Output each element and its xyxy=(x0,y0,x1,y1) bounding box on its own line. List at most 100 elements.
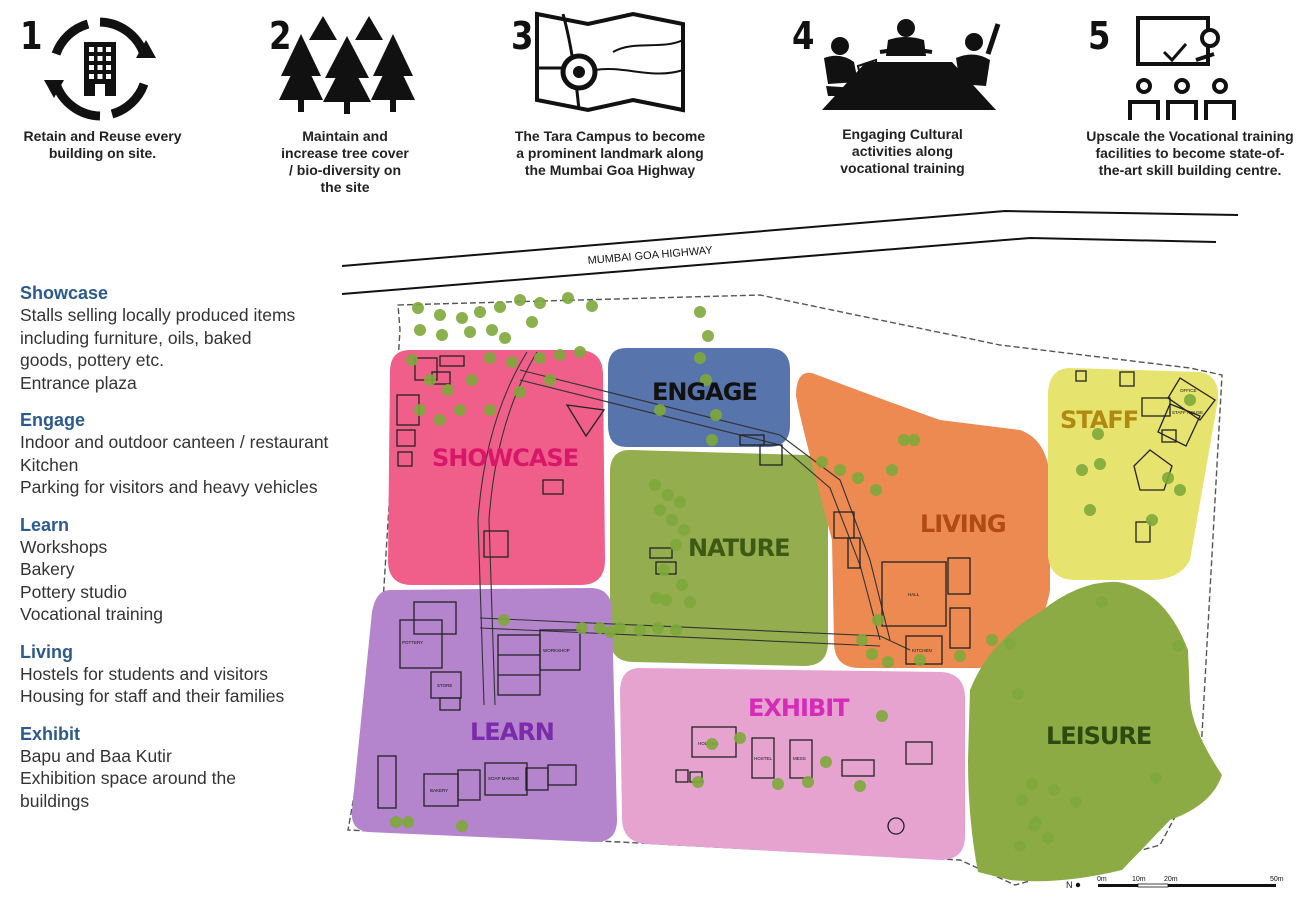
tree-mark xyxy=(898,434,910,446)
tree-mark xyxy=(604,626,616,638)
tree-mark xyxy=(678,524,690,536)
building-label-store: STORE xyxy=(437,683,452,688)
tree-mark xyxy=(494,301,506,313)
highway: MUMBAI GOA HIGHWAY xyxy=(341,209,1239,295)
legend-title: Showcase xyxy=(20,283,109,303)
north-label: N xyxy=(1066,880,1073,890)
legend-item: Bakery xyxy=(20,559,75,579)
legend-title: Living xyxy=(20,641,73,662)
buildings xyxy=(377,355,1216,835)
tree-mark xyxy=(674,496,686,508)
tree-mark xyxy=(390,816,402,828)
north-arrow: N xyxy=(1066,880,1081,890)
legend-item: Hostels for students and visitors xyxy=(20,663,269,684)
tree-mark xyxy=(654,404,666,416)
tree-mark xyxy=(576,622,588,634)
building-label-staff-house: STAFF HOUSE xyxy=(1172,410,1203,415)
legend-item: Exhibition space around the xyxy=(20,768,236,788)
legend-title: Learn xyxy=(20,514,70,535)
legend-item: Pottery studio xyxy=(20,581,127,602)
tree-mark xyxy=(514,386,526,398)
tree-mark xyxy=(634,624,646,636)
tree-mark xyxy=(464,326,476,338)
tree-mark xyxy=(534,297,546,309)
scale-bar: 0m 10m 20m 50m xyxy=(1097,876,1284,888)
tree-mark xyxy=(692,776,704,788)
tree-mark xyxy=(1146,514,1158,526)
tree-mark xyxy=(1048,784,1060,796)
legend-item: Indoor and outdoor canteen / restaurant xyxy=(20,432,329,452)
legend-item: Stalls selling locally produced items xyxy=(20,305,296,325)
zone-label-engage: ENGAGE xyxy=(652,378,757,406)
tree-mark xyxy=(466,374,478,386)
zone-living xyxy=(796,372,1050,668)
tree-mark xyxy=(954,650,966,662)
tree-mark xyxy=(1174,484,1186,496)
tree-mark xyxy=(456,820,468,832)
tree-mark xyxy=(650,592,662,604)
tree-mark xyxy=(706,738,718,750)
tree-mark xyxy=(1070,796,1082,808)
tree-mark xyxy=(506,356,518,368)
trees-icon xyxy=(279,16,415,114)
tree-mark xyxy=(1016,794,1028,806)
tree-mark xyxy=(456,312,468,324)
tree-mark xyxy=(1184,394,1196,406)
tree-mark xyxy=(406,354,418,366)
legend-item: goods, pottery etc. xyxy=(20,350,164,370)
legend-item: Parking for visitors and heavy vehicles xyxy=(20,477,318,497)
tree-mark xyxy=(908,434,920,446)
tree-mark xyxy=(802,776,814,788)
tree-mark xyxy=(498,614,510,626)
building-label-kitchen: KITCHEN xyxy=(912,648,932,653)
building-label-hostel: HOSTEL xyxy=(754,756,773,761)
legend-item: Kitchen xyxy=(20,454,79,475)
zones xyxy=(351,348,1222,882)
tree-mark xyxy=(734,732,746,744)
tree-mark xyxy=(1096,596,1108,608)
zone-showcase xyxy=(388,350,605,585)
zone-staff xyxy=(1048,368,1219,580)
principle-number: 3 xyxy=(511,14,534,58)
legend-item: buildings xyxy=(20,790,90,811)
internal-roads xyxy=(477,351,911,706)
legend-title: Exhibit xyxy=(20,723,81,744)
zone-label-living: LIVING xyxy=(920,510,1006,538)
tree-mark xyxy=(594,622,606,634)
tree-mark xyxy=(816,456,828,468)
zone-label-leisure: LEISURE xyxy=(1046,722,1151,750)
legend-engage: Engage Indoor and outdoor canteen / rest… xyxy=(20,409,380,499)
tree-mark xyxy=(1162,472,1174,484)
building-reuse-icon xyxy=(44,17,156,121)
zone-engage xyxy=(608,348,790,447)
tree-cover xyxy=(390,292,1196,852)
tree-mark xyxy=(676,579,688,591)
zone-label-showcase: SHOWCASE xyxy=(432,444,578,472)
zone-label-learn: LEARN xyxy=(470,718,554,746)
building-label-bakery: BAKERY xyxy=(430,788,448,793)
zone-learn xyxy=(351,588,617,842)
tree-mark xyxy=(1150,772,1162,784)
tree-mark xyxy=(886,464,898,476)
highway-label: MUMBAI GOA HIGHWAY xyxy=(587,244,714,266)
tree-mark xyxy=(694,352,706,364)
tree-mark xyxy=(412,302,424,314)
tree-mark xyxy=(484,352,496,364)
map-landmark-icon xyxy=(535,11,685,113)
tree-mark xyxy=(872,614,884,626)
tree-mark xyxy=(526,316,538,328)
tree-mark xyxy=(654,504,666,516)
tree-mark xyxy=(1026,778,1038,790)
tree-mark xyxy=(484,404,496,416)
tree-mark xyxy=(434,414,446,426)
tree-mark xyxy=(454,404,466,416)
tree-mark xyxy=(402,816,414,828)
building-label-office: OFFICE xyxy=(1180,388,1197,393)
tree-mark xyxy=(772,778,784,790)
tree-mark xyxy=(1092,428,1104,440)
meeting-table-icon xyxy=(822,19,1001,110)
legend-item: including furniture, oils, baked xyxy=(20,327,252,348)
legend-item: Entrance plaza xyxy=(20,372,137,393)
legend-item: Workshops xyxy=(20,536,108,557)
